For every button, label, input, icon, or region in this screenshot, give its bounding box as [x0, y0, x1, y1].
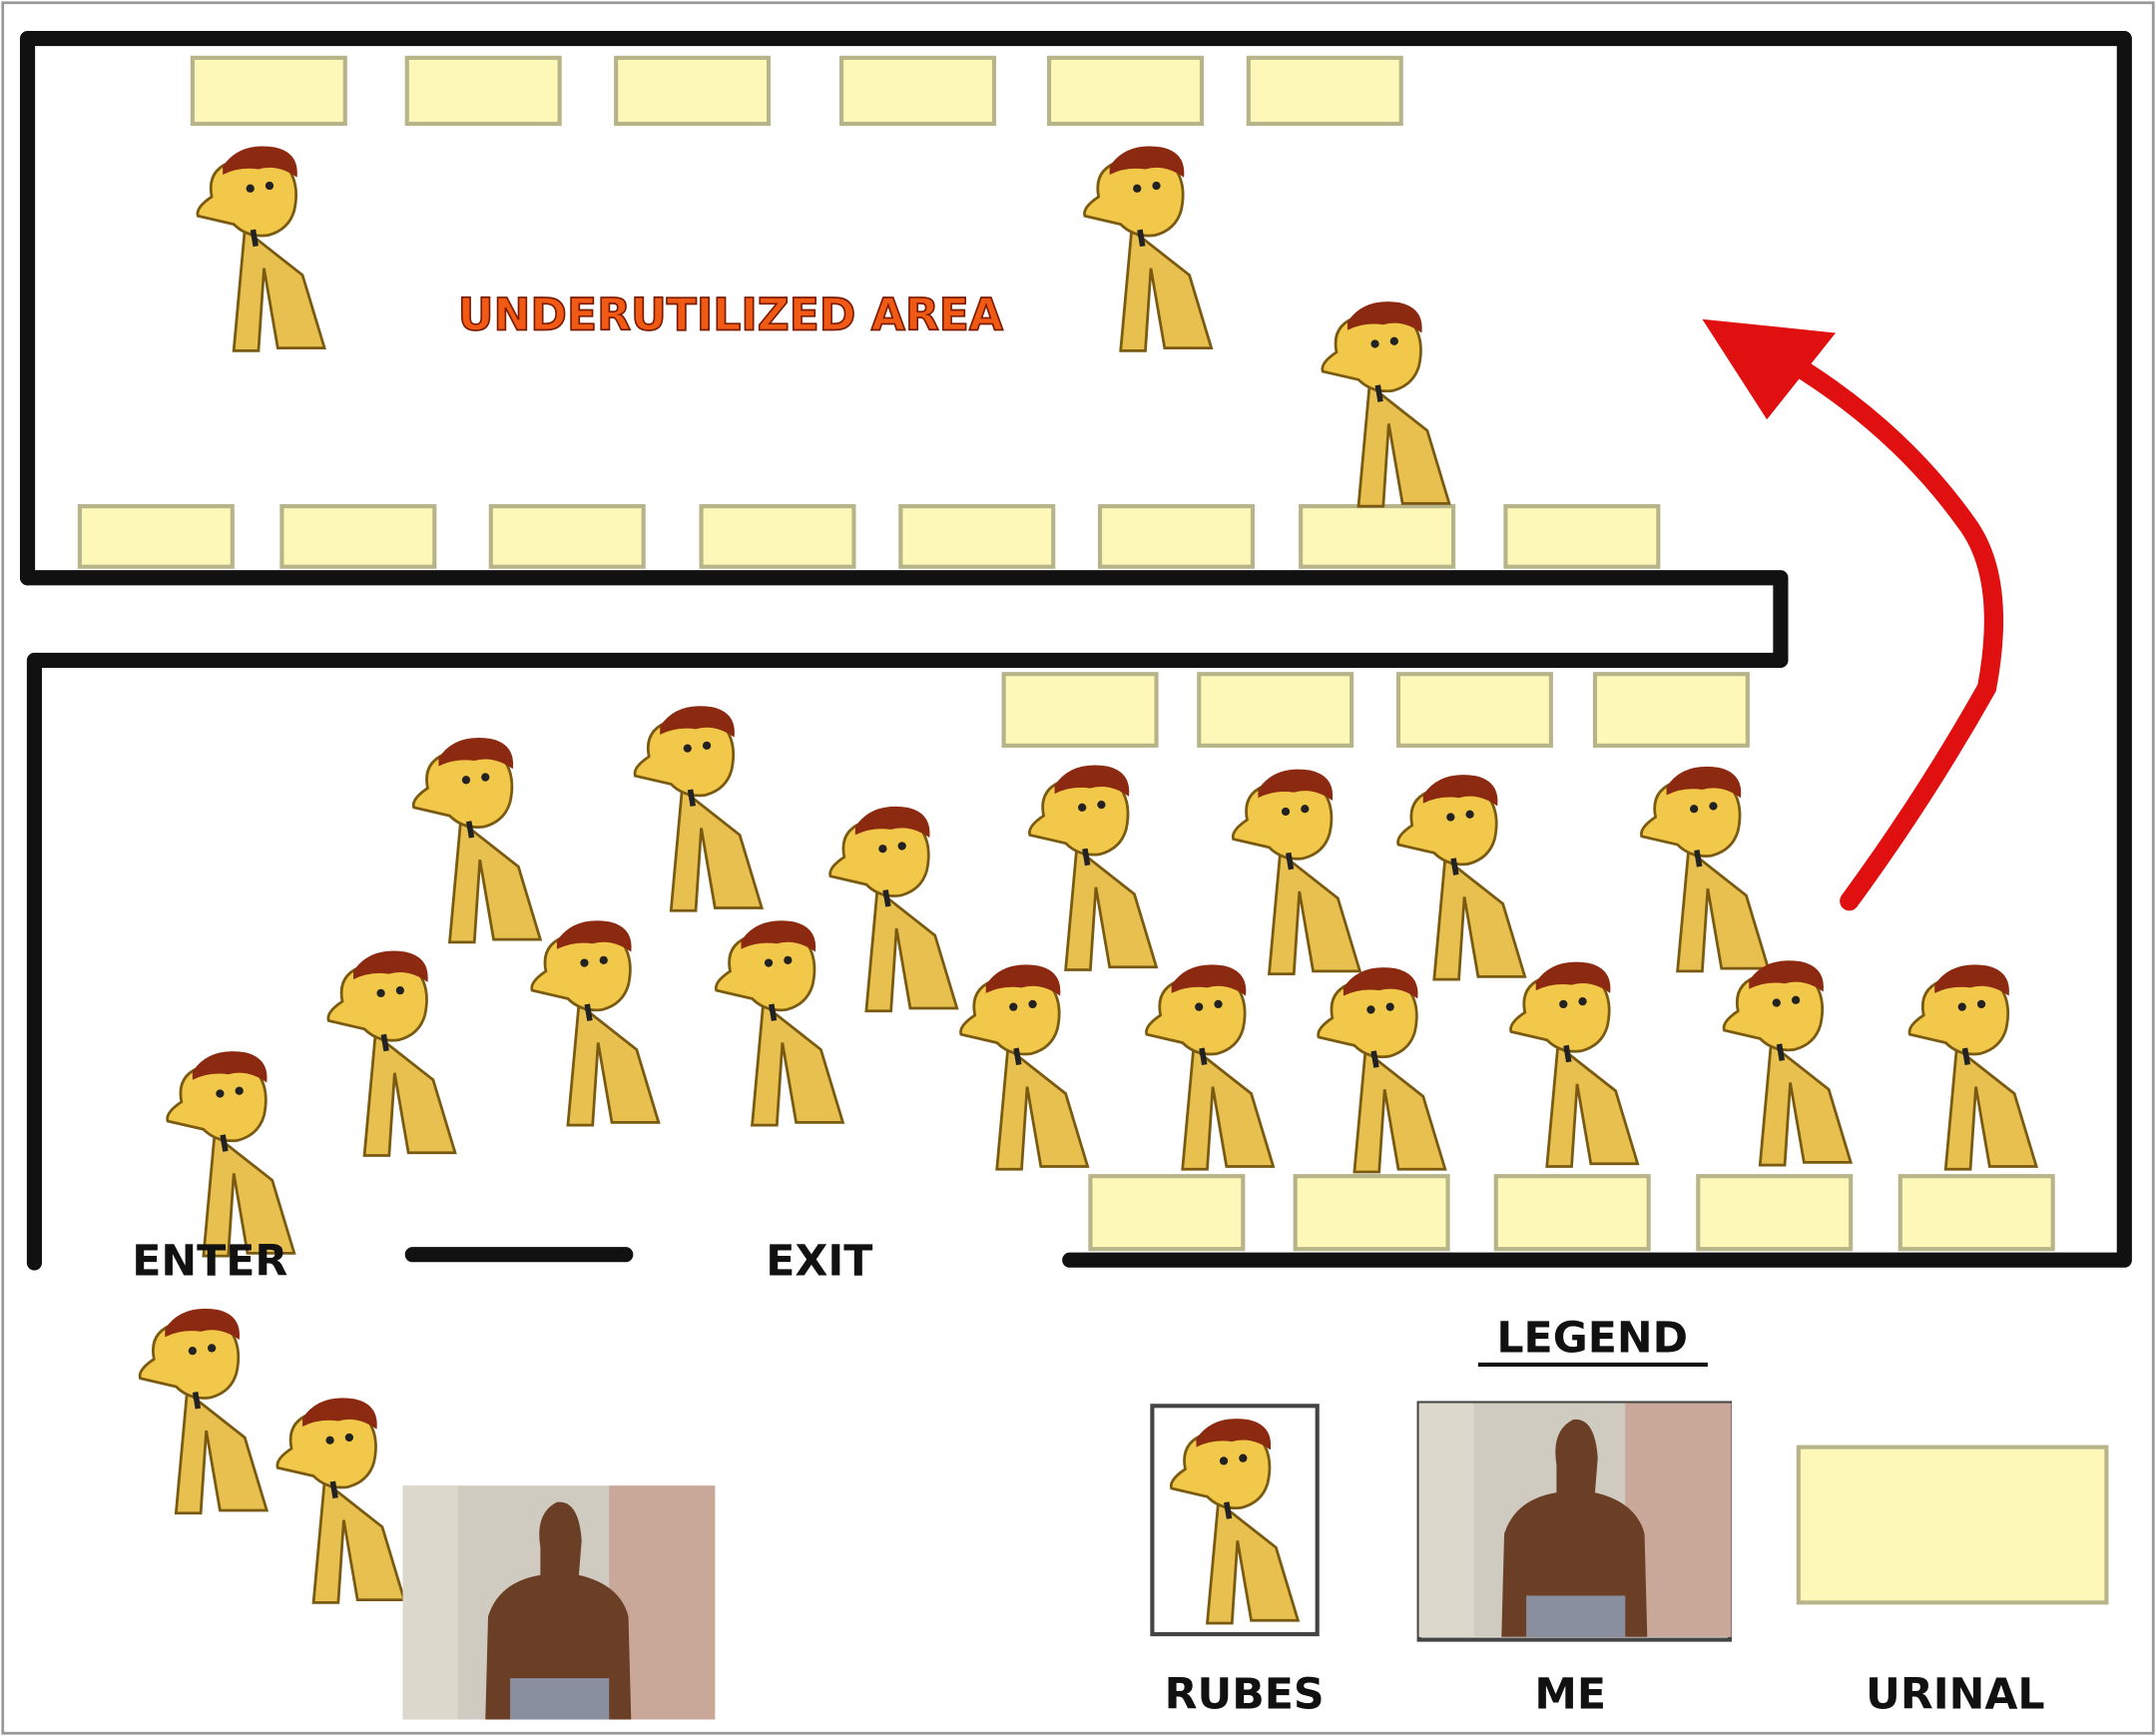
urinal [1097, 504, 1256, 569]
urinal [1299, 504, 1456, 569]
urinal [1592, 672, 1750, 748]
urinal [1493, 1174, 1651, 1252]
legend-title: LEGEND [1496, 1314, 1688, 1364]
urinal [1197, 672, 1354, 748]
urinal [1696, 1174, 1854, 1252]
urinal [838, 55, 997, 127]
urinal [1395, 672, 1553, 748]
urinal [699, 504, 856, 569]
urinal [77, 504, 235, 569]
legend-label-me: ME [1534, 1669, 1606, 1719]
exit-label: EXIT [766, 1236, 872, 1286]
urinal [190, 55, 347, 127]
urinal [1503, 504, 1661, 569]
legend-me-photo [1418, 1403, 1732, 1637]
enter-label: ENTER [132, 1236, 287, 1286]
legend-label-urinal: URINAL [1866, 1669, 2044, 1719]
red-arrowhead-icon [1702, 318, 1837, 420]
red-arrow [1778, 350, 2004, 911]
urinal [488, 504, 646, 569]
urinal [1897, 1174, 2055, 1252]
urinal [404, 55, 562, 127]
urinal [614, 55, 772, 127]
wall-corridor [19, 570, 1789, 1271]
urinal [279, 504, 437, 569]
underutilized-area-label: UNDERUTILIZED AREA [458, 290, 1003, 341]
urinal [1001, 672, 1159, 748]
wall-outer [19, 31, 2132, 1268]
urinal [1246, 55, 1403, 127]
me-photo [402, 1485, 716, 1720]
legend: LEGEND RUBES ME URINAL [1150, 1314, 2109, 1719]
urinal [898, 504, 1056, 569]
legend-urinal-icon [1796, 1445, 2109, 1605]
legend-label-rubes: RUBES [1165, 1669, 1325, 1719]
urinal [1047, 55, 1205, 127]
urinals [77, 55, 2055, 1252]
urinal [1088, 1174, 1246, 1252]
walls [19, 31, 2132, 1271]
urinal [1293, 1174, 1450, 1252]
